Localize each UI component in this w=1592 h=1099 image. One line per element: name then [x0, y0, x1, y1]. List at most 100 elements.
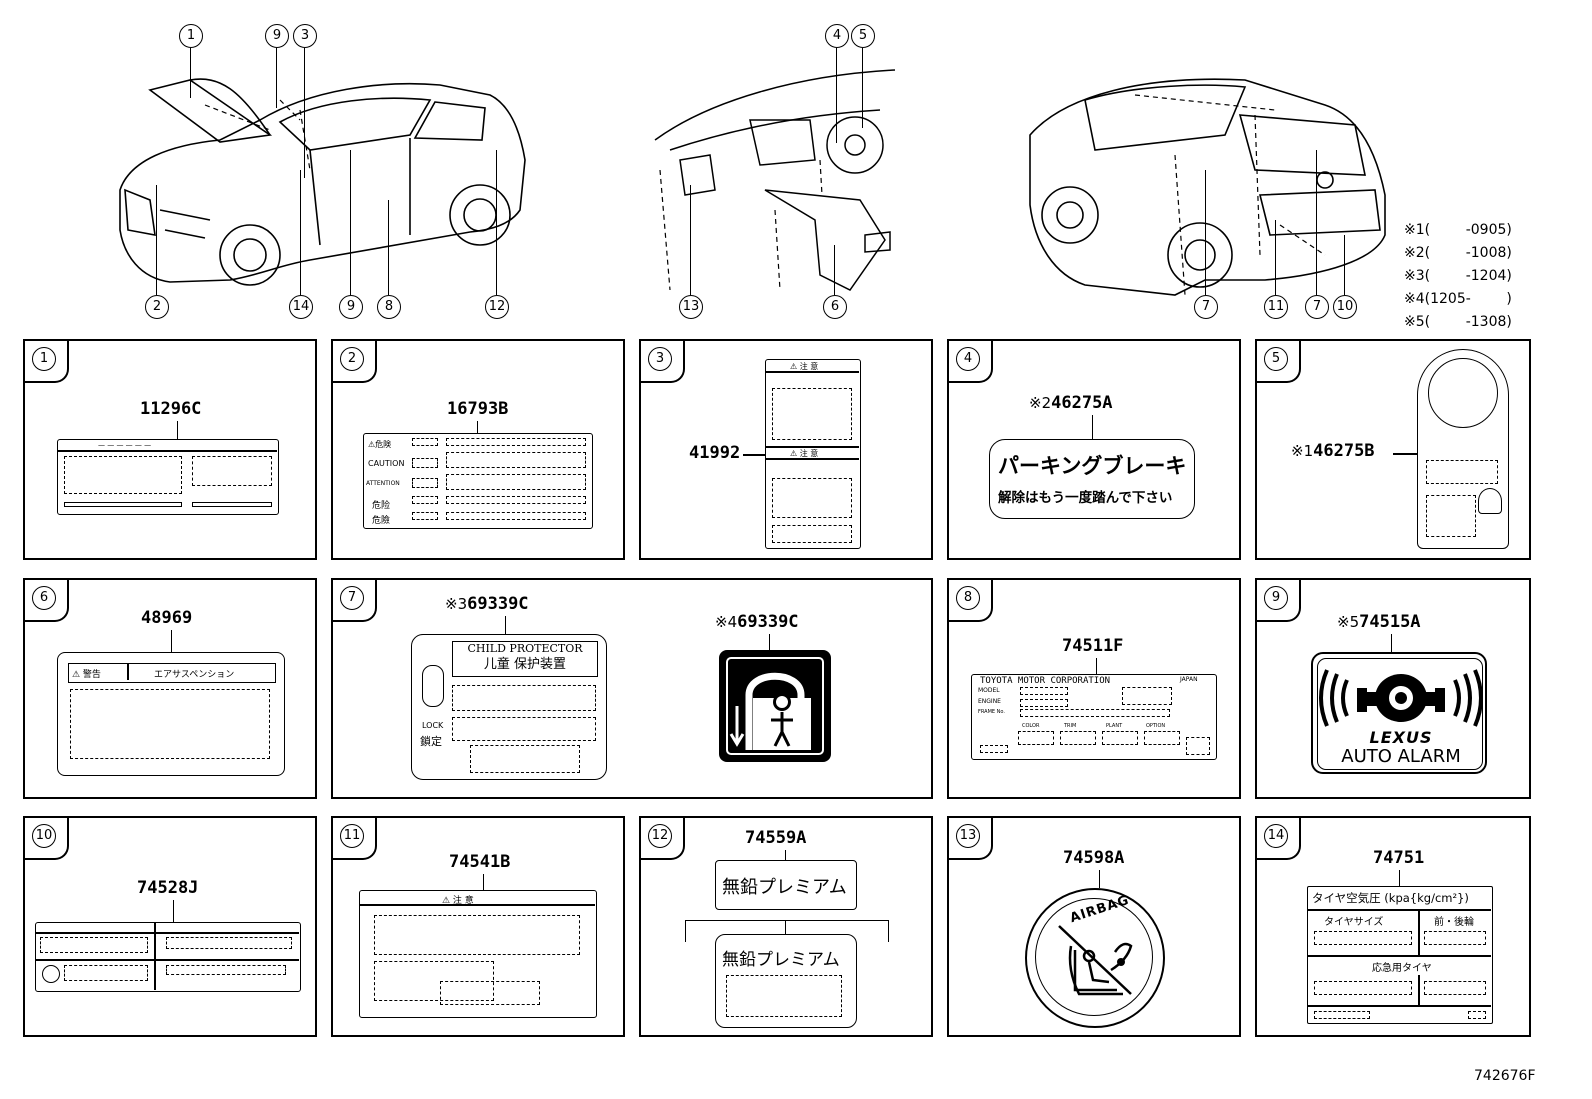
panel-11: 11 74541B ⚠ 注 意	[331, 816, 625, 1037]
note-mark: ※3	[445, 595, 468, 613]
label-text-block	[412, 496, 438, 504]
divider	[766, 371, 859, 373]
part-code: 46275B	[1313, 441, 1375, 461]
part-number: ※574515A	[1337, 612, 1421, 632]
vin-plate-title: TOYOTA MOTOR CORPORATION	[980, 676, 1111, 686]
no-hand-icon	[42, 965, 60, 983]
label-text-block	[1426, 460, 1498, 484]
part-number: ※369339C	[445, 594, 529, 614]
fuel-premium-text: 無鉛プレミアム	[722, 877, 847, 898]
vin-col-label: COLOR	[1022, 723, 1040, 729]
bracket	[685, 920, 889, 942]
label-text-block	[446, 452, 586, 468]
panel-10: 10 74528J	[23, 816, 317, 1037]
leader-line	[1391, 634, 1392, 652]
label-text-block	[166, 965, 286, 975]
divider	[766, 446, 859, 448]
leader-line	[1275, 220, 1276, 295]
caution-text: ⚠ 注 意	[442, 896, 474, 906]
part-number: 16793B	[447, 399, 509, 419]
label-text-block	[452, 685, 596, 711]
panel-number: 2	[340, 347, 364, 371]
airbag-warning-disc: AIRBAG	[1025, 888, 1165, 1028]
label-text-block	[772, 478, 852, 518]
label-text-block	[446, 496, 586, 504]
vin-plate-country: JAPAN	[1180, 676, 1198, 683]
panel-number: 11	[340, 824, 364, 848]
leader-line	[388, 200, 389, 295]
panel-number: 13	[956, 824, 980, 848]
label-hang-tag	[1417, 349, 1509, 549]
label-text-block	[40, 937, 148, 953]
panel-number: 6	[32, 586, 56, 610]
auto-alarm-inner-border	[1317, 658, 1483, 770]
label-text-block	[452, 717, 596, 741]
label-text-block	[772, 525, 852, 543]
auto-alarm-text: AUTO ALARM	[1341, 746, 1461, 767]
panel-13: 13 74598A AIRBAG	[947, 816, 1241, 1037]
panel-number: 14	[1264, 824, 1288, 848]
label-fuel-premium-small: 無鉛プレミアム	[715, 860, 857, 910]
label-11296c: — — — — — —	[57, 439, 279, 515]
leader-line	[1399, 870, 1400, 886]
leader-line	[836, 48, 837, 143]
leader-line	[1344, 235, 1345, 295]
panel-number: 5	[1264, 347, 1288, 371]
label-text-block	[440, 981, 540, 1005]
cp-title-cn: 儿童 保护装置	[483, 657, 567, 672]
note-mark: ※2	[1029, 394, 1052, 412]
label-text-block	[1018, 731, 1054, 745]
child-lock-pictogram	[719, 650, 831, 762]
vehicle-exterior-rear-view	[1025, 55, 1395, 305]
parking-brake-line-2: 解除はもう一度踏んで下さい	[998, 490, 1173, 506]
label-footer-line	[64, 502, 182, 507]
label-header: ⚠ 注 意	[790, 449, 819, 458]
label-row-text: CAUTION	[368, 459, 405, 468]
leader-line	[1316, 150, 1317, 295]
label-text-block	[1020, 709, 1170, 717]
callout-3: 3	[293, 24, 317, 48]
leader-line	[304, 48, 305, 178]
leader-line	[785, 920, 786, 934]
part-number: 74751	[1373, 848, 1425, 868]
vehicle-exterior-front-view	[110, 50, 540, 310]
note-2: ※2( -1008)	[1404, 245, 1512, 261]
panel-tab: 7	[331, 578, 377, 622]
vin-col-label: TRIM	[1064, 723, 1077, 729]
child-icon	[1478, 488, 1502, 514]
label-text-block	[1314, 981, 1412, 995]
label-vin-plate: TOYOTA MOTOR CORPORATION JAPAN MODEL ENG…	[971, 674, 1217, 760]
panel-12: 12 74559A 無鉛プレミアム 無鉛プレミアム	[639, 816, 933, 1037]
panel-14: 14 74751 タイヤ空気圧 (kpa{kg/cm²}) タイヤサイズ 前・後…	[1255, 816, 1531, 1037]
callout-14: 14	[289, 295, 313, 319]
callout-10: 10	[1333, 295, 1357, 319]
panel-number: 7	[340, 586, 364, 610]
leader-line	[743, 454, 765, 456]
leader-line	[785, 850, 786, 860]
label-text-block	[374, 915, 580, 955]
label-text-block	[446, 512, 586, 520]
panel-number: 9	[1264, 586, 1288, 610]
label-text-block	[470, 745, 580, 773]
label-header-line	[58, 450, 277, 452]
callout-6: 6	[823, 295, 847, 319]
callout-5: 5	[851, 24, 875, 48]
callout-8: 8	[377, 295, 401, 319]
label-parking-brake: パーキングブレーキ 解除はもう一度踏んで下さい	[989, 439, 1195, 519]
label-text-block	[1020, 687, 1068, 695]
leader-line	[190, 48, 191, 98]
note-1: ※1( -0905)	[1404, 222, 1512, 238]
vin-col-label: OPTION	[1146, 723, 1166, 729]
leader-line	[300, 170, 301, 295]
label-text-block	[64, 456, 182, 494]
lock-text-cn: 鎖定	[420, 735, 442, 748]
note-mark: ※5	[1337, 613, 1360, 631]
part-number: 11296C	[140, 399, 202, 419]
panel-tab: 6	[23, 578, 69, 622]
lock-text-en: LOCK	[422, 721, 444, 730]
leader-line	[1096, 658, 1097, 674]
label-text-block	[1102, 731, 1138, 745]
label-power-door	[35, 922, 301, 992]
label-text-block	[1426, 495, 1476, 537]
label-text-block	[446, 474, 586, 490]
